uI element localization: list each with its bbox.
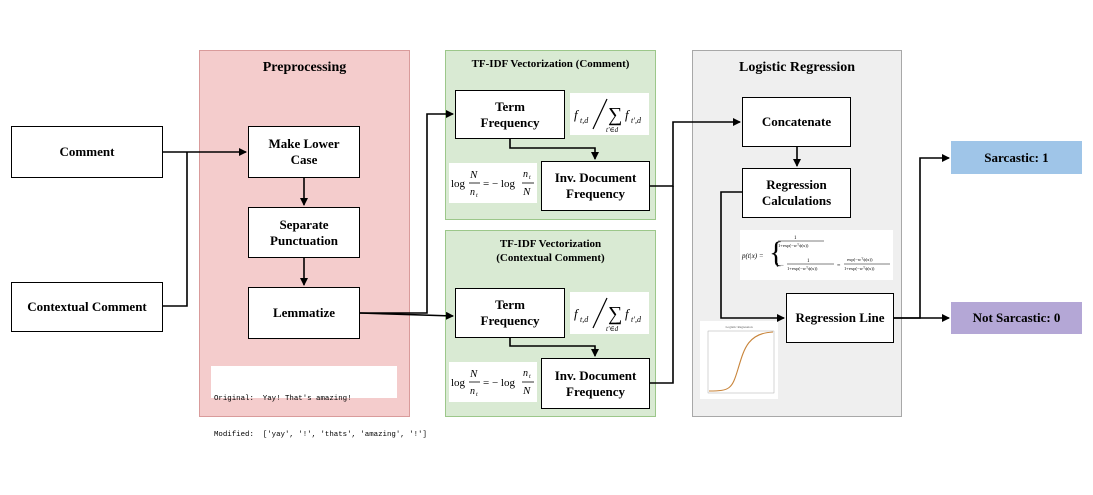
svg-text:n: n: [470, 187, 475, 198]
logistic-regression-title: Logistic Regression: [738, 60, 855, 75]
svg-text:N: N: [469, 169, 478, 181]
svg-text:log: log: [451, 377, 466, 389]
svg-text:t′∈d: t′∈d: [606, 325, 619, 333]
arrow-lemma-to-tf-comment: [360, 110, 454, 314]
arrow-tf-to-idf-contextual: [509, 338, 599, 357]
tfidf-contextual-title-line2: (Contextual Comment): [496, 252, 605, 264]
svg-text:N: N: [522, 385, 531, 397]
contextual-comment-input-box: Contextual Comment: [11, 282, 163, 332]
svg-text:n: n: [523, 169, 528, 180]
svg-text:t′∈d: t′∈d: [606, 126, 619, 134]
logistic-probability-formula: p(t|x) = { 1 1+exp(−wTϕ(x)) 1 − 1 1+exp(…: [740, 230, 893, 280]
svg-text:1+exp(−wTϕ(x)): 1+exp(−wTϕ(x)): [787, 266, 818, 272]
regression-calculations-box: Regression Calculations: [742, 168, 851, 218]
tfidf-contextual-title-line1: TF-IDF Vectorization: [499, 238, 602, 250]
svg-text:f: f: [574, 306, 580, 321]
svg-text:=: =: [837, 263, 841, 269]
svg-text:1: 1: [794, 236, 797, 241]
example-modified-text: ['yay', '!', 'thats', 'amazing', '!']: [262, 431, 427, 439]
svg-text:∑: ∑: [608, 303, 622, 325]
inv-document-frequency-box-contextual: Inv. Document Frequency: [541, 358, 650, 409]
svg-text:t,d: t,d: [580, 116, 589, 125]
tf-formula-contextual: f t,d ∑ t′∈d f t′,d: [570, 292, 649, 334]
svg-text:t: t: [476, 392, 478, 398]
logistic-sigmoid-plot: Logistic Regression: [700, 321, 778, 399]
svg-text:t: t: [476, 193, 478, 199]
term-frequency-box-comment: Term Frequency: [455, 90, 565, 139]
svg-text:t: t: [529, 175, 531, 181]
arrow-idf-contextual-to-concat: [650, 186, 674, 384]
tfidf-comment-title: TF-IDF Vectorization (Comment): [471, 58, 630, 70]
svg-text:= − log: = − log: [483, 178, 515, 190]
svg-text:∑: ∑: [608, 104, 622, 126]
svg-text:= − log: = − log: [483, 377, 515, 389]
example-modified-label: Modified:: [214, 431, 254, 439]
svg-text:f: f: [625, 107, 631, 122]
svg-text:f: f: [625, 306, 631, 321]
plot-title: Logistic Regression: [725, 325, 752, 329]
regression-line-box: Regression Line: [786, 293, 894, 343]
example-original-label: Original:: [214, 395, 254, 403]
svg-text:1+exp(−wTϕ(x)): 1+exp(−wTϕ(x)): [844, 266, 875, 272]
not-sarcastic-output-box: Not Sarcastic: 0: [951, 302, 1082, 334]
svg-text:n: n: [523, 368, 528, 379]
arrow-line-to-sarcastic: [894, 154, 950, 319]
arrow-tf-to-idf-comment: [509, 139, 599, 160]
svg-text:p(t|x) =: p(t|x) =: [741, 252, 764, 260]
inv-document-frequency-box-comment: Inv. Document Frequency: [541, 161, 650, 211]
separate-punctuation-box: Separate Punctuation: [248, 207, 360, 258]
svg-text:log: log: [451, 178, 466, 190]
arrow-contextual-to-lower: [163, 152, 188, 307]
svg-text:{: {: [769, 236, 783, 269]
svg-text:t′,d: t′,d: [631, 315, 642, 324]
svg-text:t: t: [529, 374, 531, 380]
comment-input-box: Comment: [11, 126, 163, 178]
arrow-calc-to-line: [720, 191, 785, 322]
tf-formula-comment: f t,d ∑ t′∈d f t′,d: [570, 93, 649, 135]
svg-text:1+exp(−wTϕ(x)): 1+exp(−wTϕ(x)): [778, 243, 809, 249]
preprocessing-example: Original: Yay! That's amazing! Modified:…: [211, 366, 427, 439]
concatenate-box: Concatenate: [742, 97, 851, 147]
svg-text:t,d: t,d: [580, 315, 589, 324]
svg-text:N: N: [522, 186, 531, 198]
svg-text:exp(−wTϕ(x)): exp(−wTϕ(x)): [847, 257, 873, 263]
svg-text:t′,d: t′,d: [631, 116, 642, 125]
lemmatize-box: Lemmatize: [248, 287, 360, 339]
svg-text:f: f: [574, 107, 580, 122]
term-frequency-box-contextual: Term Frequency: [455, 288, 565, 338]
svg-text:n: n: [470, 386, 475, 397]
make-lower-case-box: Make Lower Case: [248, 126, 360, 178]
svg-text:N: N: [469, 368, 478, 380]
preprocessing-title: Preprocessing: [262, 60, 347, 75]
arrow-lemma-to-tf-contextual: [359, 311, 454, 320]
svg-text:1 −: 1 −: [776, 263, 785, 269]
example-original-text: Yay! That's amazing!: [262, 395, 352, 403]
sarcastic-output-box: Sarcastic: 1: [951, 141, 1082, 174]
svg-text:1: 1: [807, 259, 810, 264]
arrow-idf-comment-to-concat: [650, 118, 741, 187]
